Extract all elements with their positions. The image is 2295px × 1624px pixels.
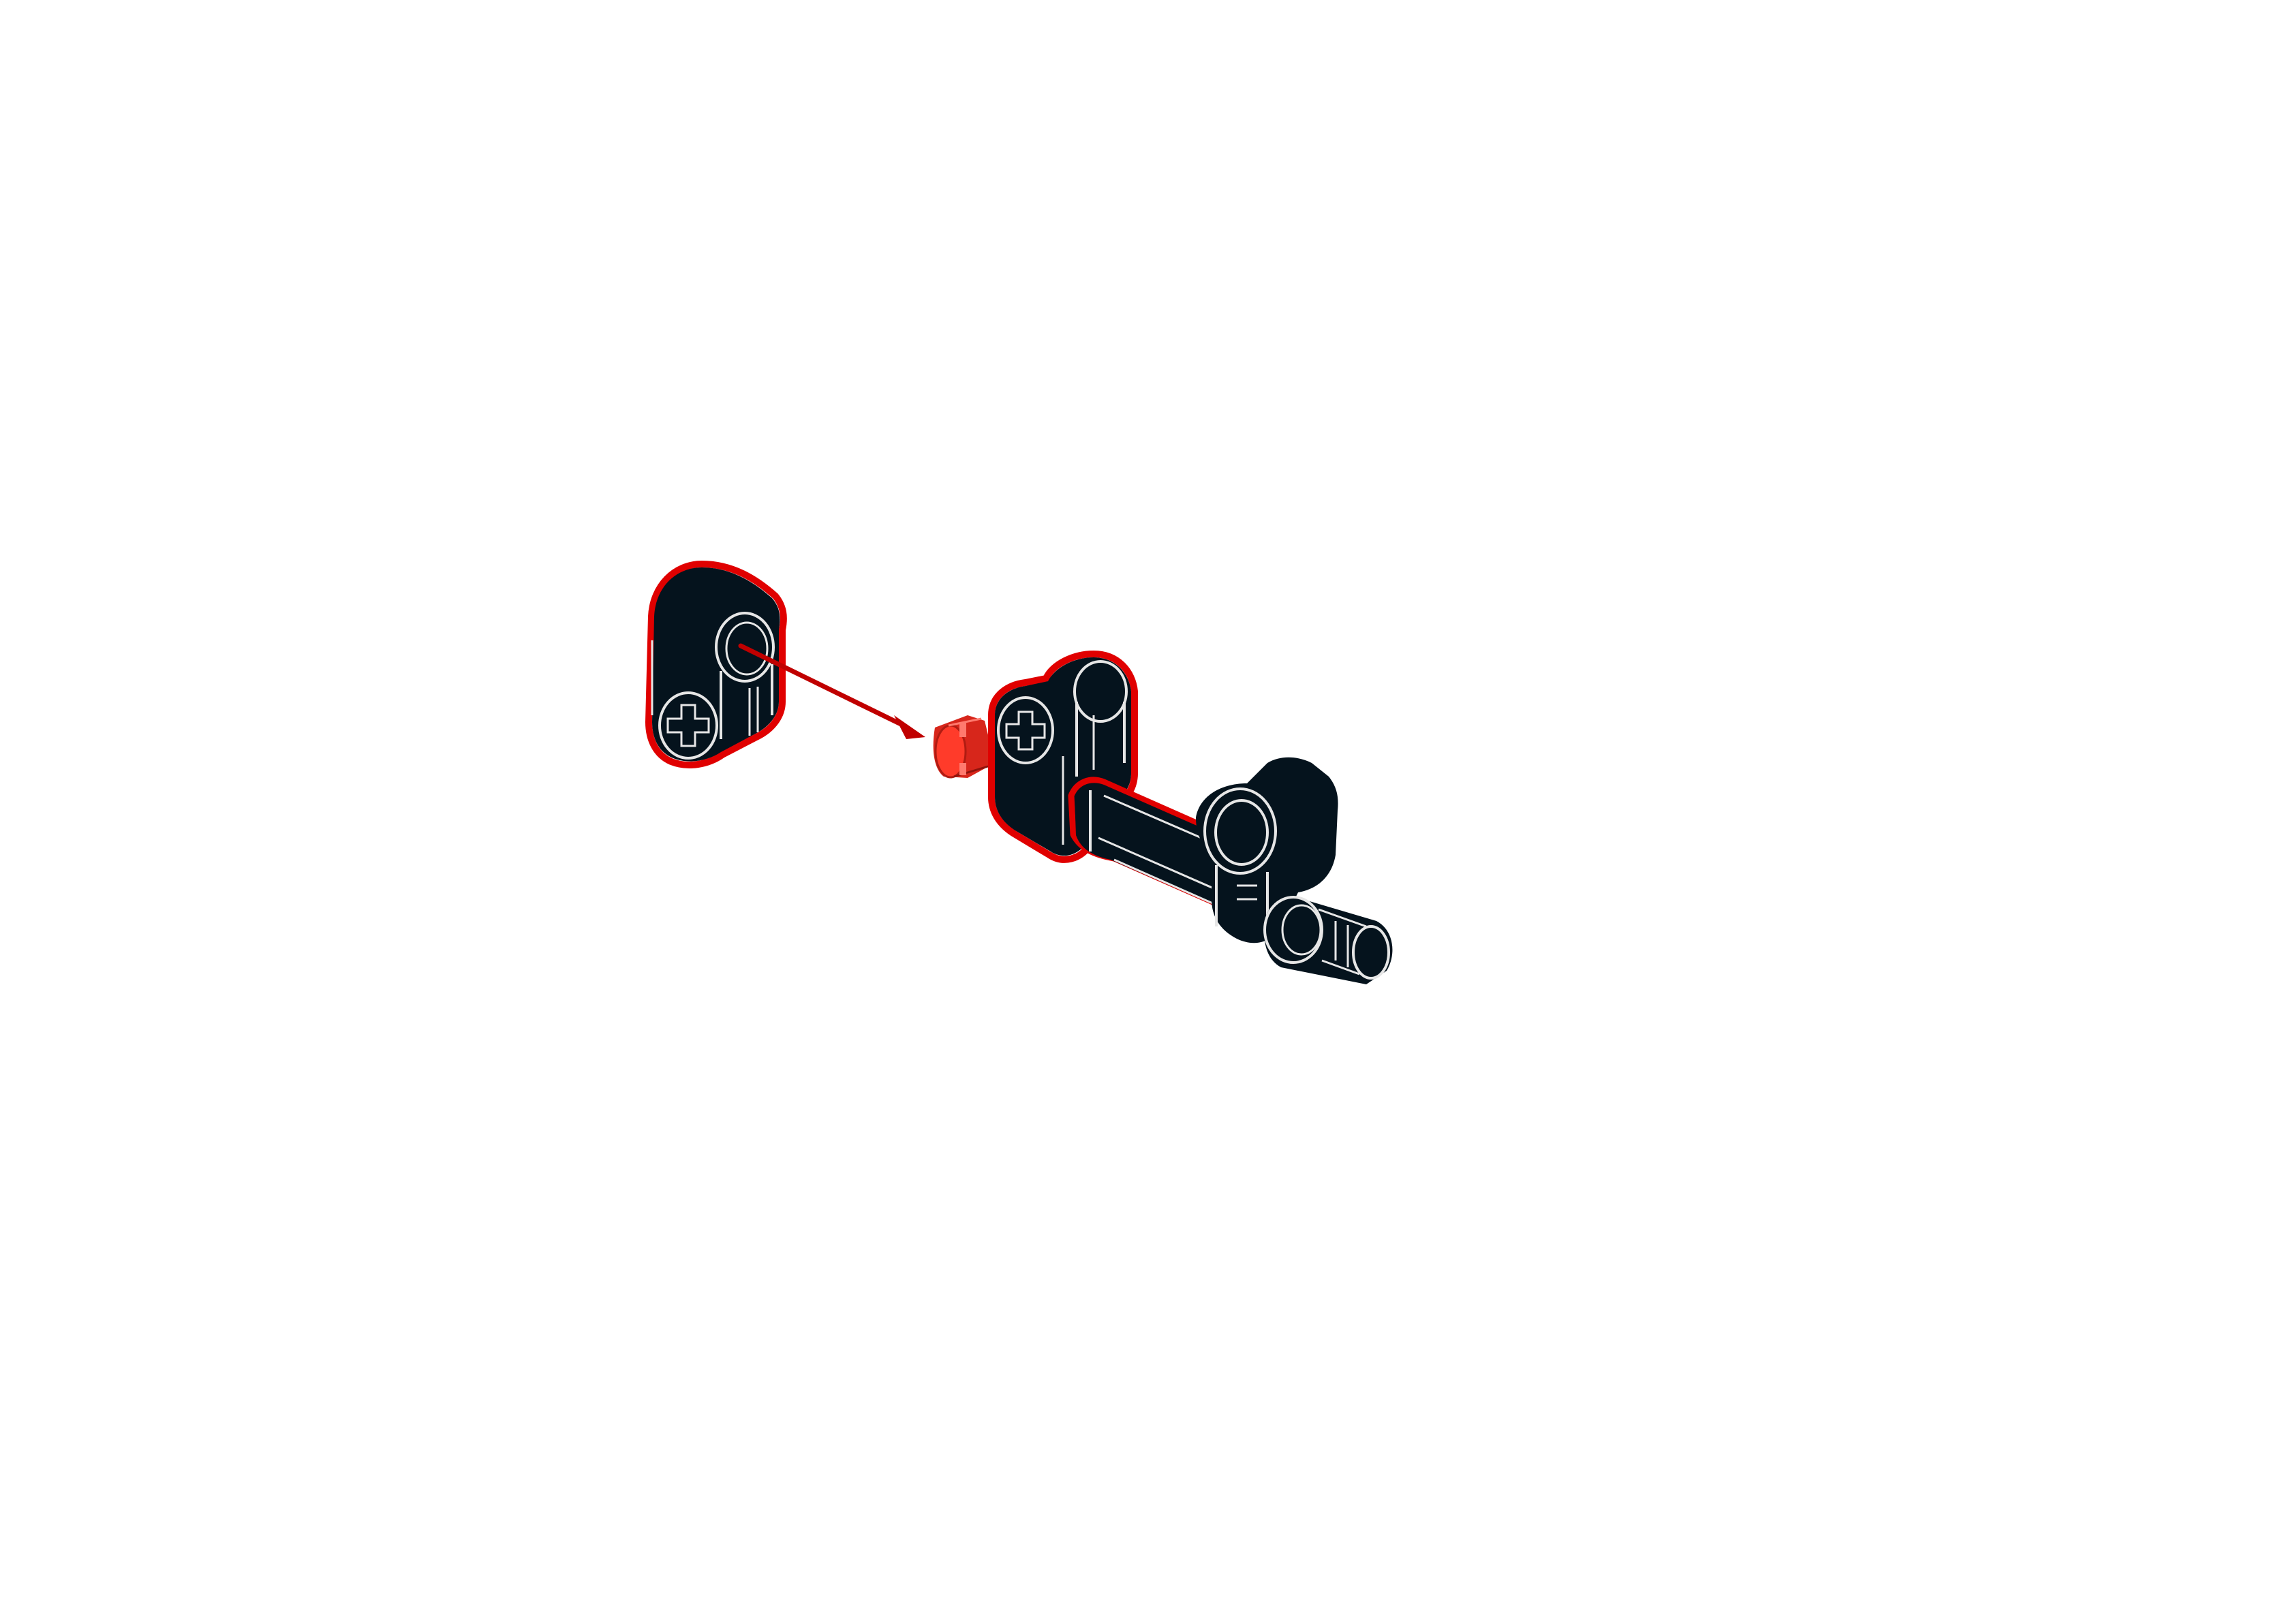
middle-connector-highlight bbox=[988, 651, 1138, 863]
right-pin-part bbox=[1263, 896, 1393, 984]
right-connector-part bbox=[1196, 757, 1338, 943]
arrow-head-icon bbox=[894, 715, 925, 739]
loose-connector-highlight bbox=[645, 561, 787, 768]
loose-connector-part bbox=[645, 561, 787, 768]
main-assembly bbox=[933, 651, 1393, 984]
red-pin-part bbox=[933, 715, 995, 779]
axle-cross-icon bbox=[1005, 710, 1046, 751]
assembly-arrow bbox=[738, 643, 925, 739]
axle-cross-icon bbox=[666, 704, 710, 747]
loose-connector-body bbox=[652, 567, 780, 762]
